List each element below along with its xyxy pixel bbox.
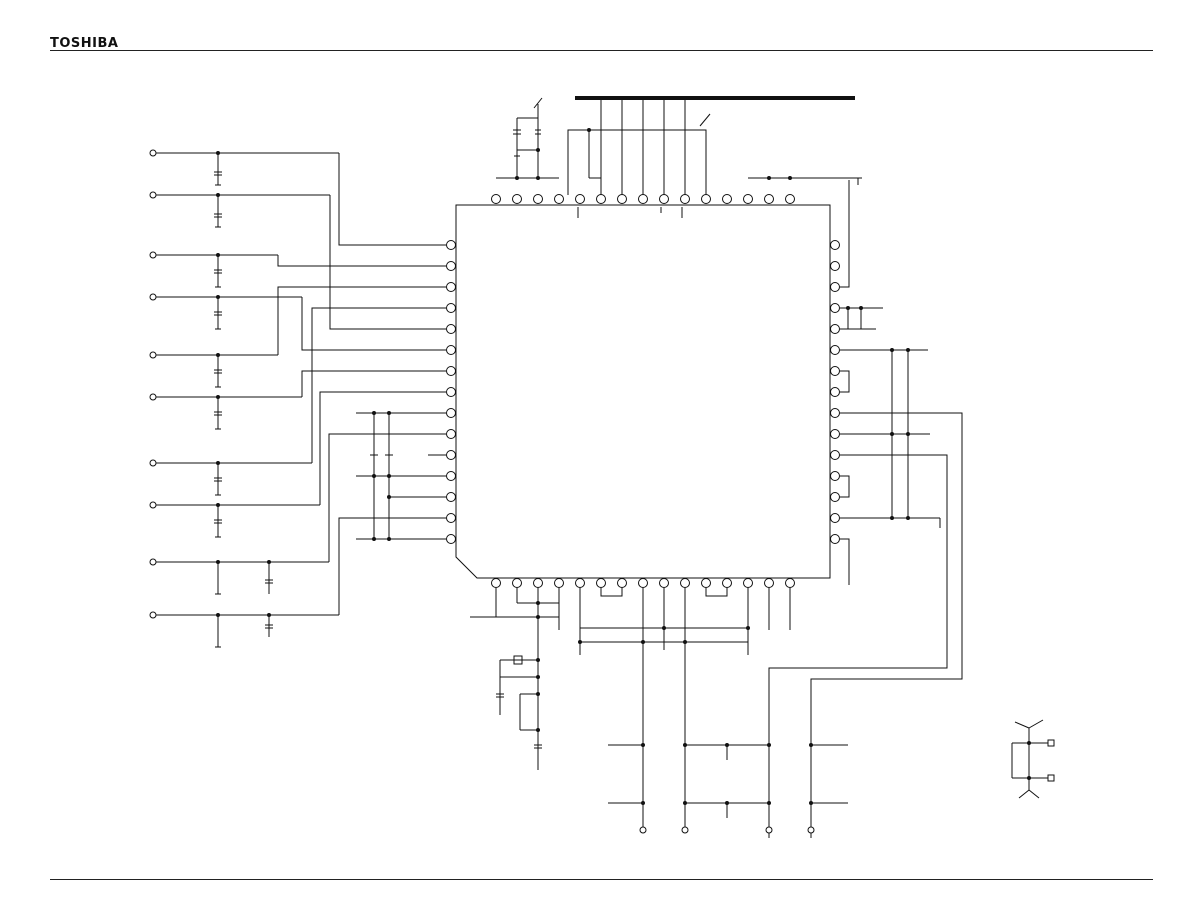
output-networks — [608, 743, 848, 834]
footer-rule — [50, 879, 1153, 880]
left-input-networks — [149, 149, 446, 648]
input-jack-4 — [149, 293, 157, 301]
right-pins — [830, 240, 840, 544]
input-jack-10 — [149, 611, 157, 619]
header-rule — [50, 50, 1153, 51]
input-jack-6 — [149, 393, 157, 401]
output-jack-2 — [681, 826, 689, 834]
top-pins — [491, 194, 795, 204]
input-jack-3 — [149, 251, 157, 259]
left-decoupling — [356, 411, 446, 541]
inset-symbol — [1011, 719, 1055, 799]
input-jack-5 — [149, 351, 157, 359]
input-jack-9 — [149, 558, 157, 566]
toshiba-logo: TOSHIBA — [50, 36, 119, 51]
bottom-pins — [491, 578, 795, 588]
top-rail-left — [567, 129, 707, 195]
input-jack-7 — [149, 459, 157, 467]
right-networks — [768, 180, 963, 838]
output-jack-4 — [807, 826, 815, 834]
output-jack-3 — [765, 826, 773, 834]
output-jack-1 — [639, 826, 647, 834]
input-jack-8 — [149, 501, 157, 509]
ic-body — [455, 204, 831, 579]
left-pins — [446, 240, 456, 544]
input-jack-1 — [149, 149, 157, 157]
input-jack-2 — [149, 191, 157, 199]
top-bus-taps — [600, 98, 686, 195]
bottom-networks — [470, 588, 791, 830]
